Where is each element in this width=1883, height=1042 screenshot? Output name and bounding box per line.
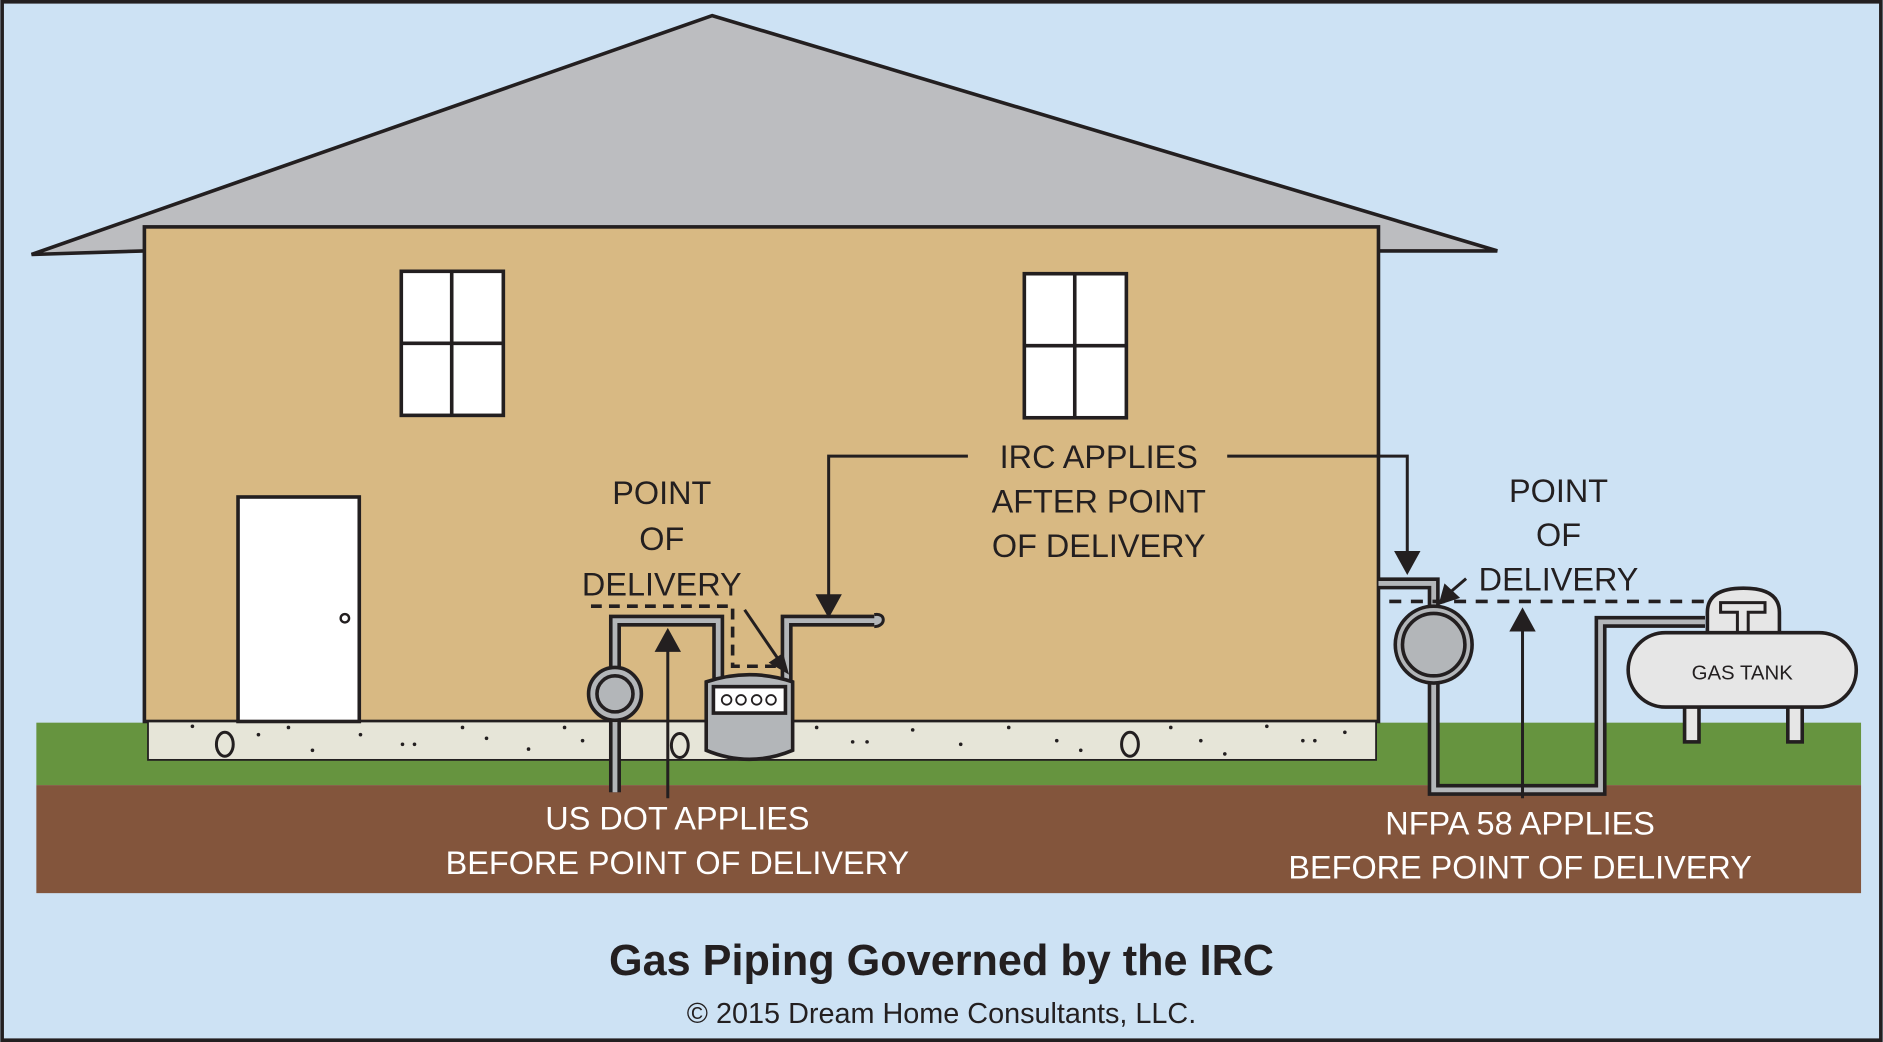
roof [30, 13, 1498, 257]
regulator-right [1393, 604, 1474, 685]
door [236, 495, 362, 724]
nfpa-line-2: BEFORE POINT OF DELIVERY [1288, 850, 1751, 886]
us-dot-line-2: BEFORE POINT OF DELIVERY [446, 845, 909, 881]
pod-left-line-3: DELIVERY [582, 566, 742, 602]
irc-line-3: OF DELIVERY [992, 528, 1206, 564]
pod-right-line-2: OF [1536, 517, 1581, 553]
tank-supply-line [1427, 615, 1705, 796]
gas-tank-label: GAS TANK [1692, 662, 1794, 684]
point-of-delivery-dashed-line-left [590, 604, 779, 669]
point-of-delivery-label-left: POINT OF DELIVERY [582, 475, 742, 602]
window-left [399, 269, 506, 418]
pod-right-line-3: DELIVERY [1479, 562, 1639, 598]
pod-left-line-2: OF [639, 521, 684, 557]
us-dot-label: US DOT APPLIES BEFORE POINT OF DELIVERY [446, 801, 909, 881]
copyright: © 2015 Dream Home Consultants, LLC. [687, 998, 1196, 1030]
pod-right-line-1: POINT [1509, 473, 1608, 509]
gas-meter [704, 672, 795, 762]
pod-left-line-1: POINT [612, 475, 711, 511]
arrow-to-meter [743, 608, 790, 675]
soil [36, 785, 1862, 894]
irc-line-1: IRC APPLIES [1000, 439, 1198, 475]
diagram-title: Gas Piping Governed by the IRC [609, 937, 1274, 985]
irc-arrow-right [1227, 454, 1421, 576]
foundation-specks [190, 724, 1347, 759]
window-right [1022, 271, 1129, 420]
door-knob [339, 612, 351, 624]
irc-applies-label: IRC APPLIES AFTER POINT OF DELIVERY [992, 439, 1206, 564]
house-gas-line [780, 612, 885, 687]
irc-arrow-left [815, 454, 968, 619]
gas-tank: GAS TANK [1626, 586, 1859, 744]
arrow-to-regulator [1438, 577, 1468, 606]
nfpa-line-1: NFPA 58 APPLIES [1385, 805, 1655, 841]
point-of-delivery-label-right: POINT OF DELIVERY [1479, 473, 1639, 598]
irc-line-2: AFTER POINT [992, 484, 1206, 520]
shutoff-valve-left [586, 665, 644, 723]
nfpa-label: NFPA 58 APPLIES BEFORE POINT OF DELIVERY [1288, 805, 1751, 885]
nfpa-arrow [1509, 607, 1536, 799]
us-dot-line-1: US DOT APPLIES [545, 801, 809, 837]
us-dot-arrow [654, 627, 681, 799]
